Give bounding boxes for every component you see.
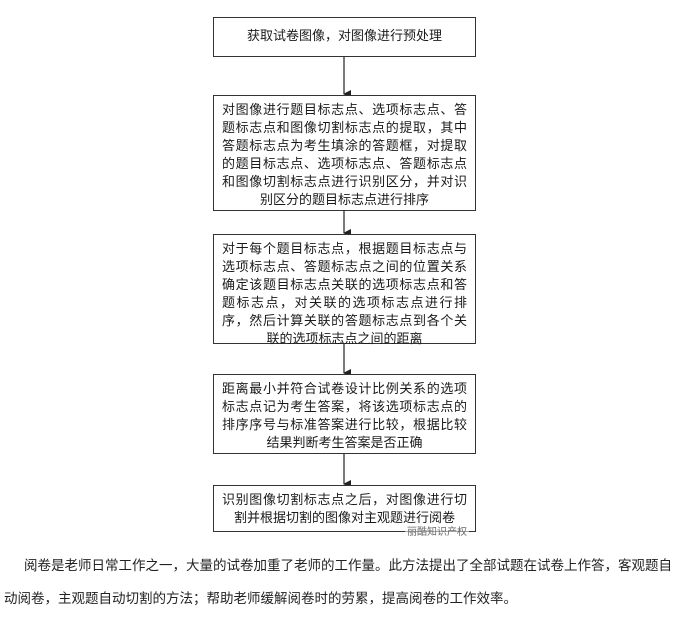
flow-step-3-text: 对于每个题目标志点，根据题目标志点与选项标志点、答题标志点之间的位置关系确定该题… [222,242,467,347]
flow-step-5-text: 识别图像切割标志点之后，对图像进行切割并根据切割的图像对主观题进行阅卷 [222,493,467,526]
description-paragraph: 阅卷是老师日常工作之一，大量的试卷加重了老师的工作量。此方法提出了全部试题在试卷… [4,558,672,607]
flow-step-2-text: 对图像进行题目标志点、选项标志点、答题标志点和图像切割标志点的提取，其中答题标志… [222,103,467,208]
flow-step-3: 对于每个题目标志点，根据题目标志点与选项标志点、答题标志点之间的位置关系确定该题… [213,234,476,347]
flow-step-1: 获取试卷图像，对图像进行预处理 [213,17,476,57]
watermark-label: 丽酷知识产权 [405,523,469,538]
flow-step-4: 距离最小并符合试卷设计比例关系的选项标志点记为考生答案，将该选项标志点的排序序号… [213,374,476,454]
flow-step-1-text: 获取试卷图像，对图像进行预处理 [246,29,442,44]
flow-step-4-text: 距离最小并符合试卷设计比例关系的选项标志点记为考生答案，将该选项标志点的排序序号… [222,382,467,451]
flow-step-5: 识别图像切割标志点之后，对图像进行切割并根据切割的图像对主观题进行阅卷 [213,485,476,532]
flow-step-2: 对图像进行题目标志点、选项标志点、答题标志点和图像切割标志点的提取，其中答题标志… [213,95,476,211]
